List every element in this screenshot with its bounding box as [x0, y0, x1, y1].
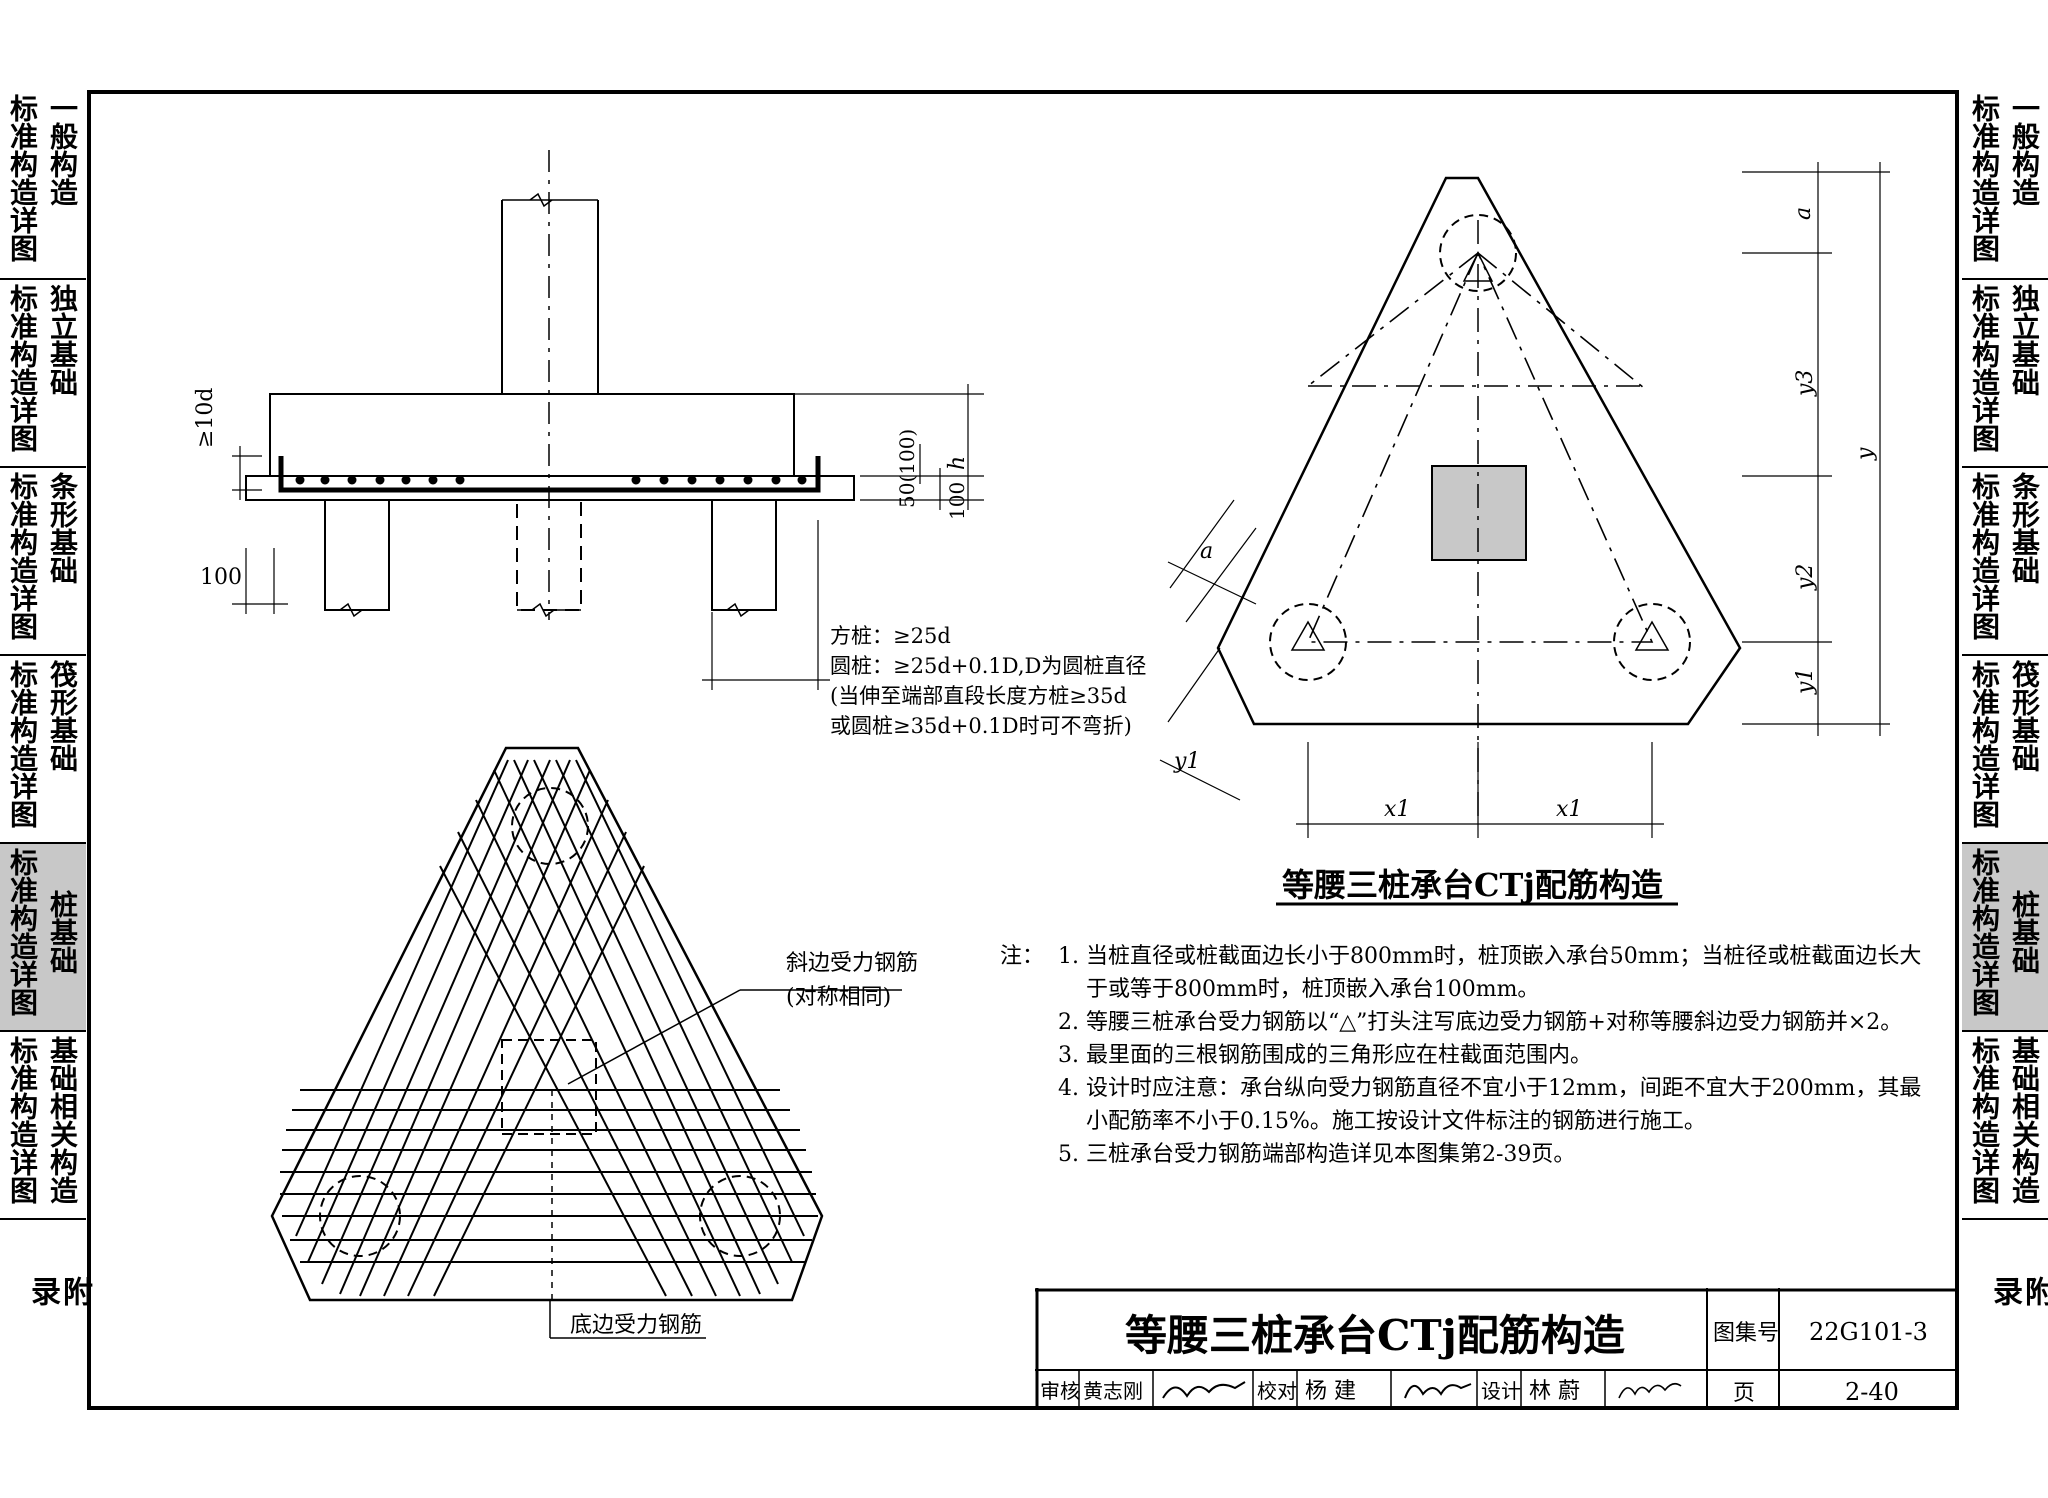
tab-col1: 标准构造详图 — [6, 1036, 39, 1204]
tab-appendix[interactable]: 附录 — [25, 1276, 92, 1306]
tab-col1: 标准构造详图 — [1968, 660, 2001, 828]
dim-y1-left: y1 — [1173, 749, 1200, 774]
dim-50-label: 50(100) — [895, 429, 919, 508]
tab-general[interactable]: 标准构造详图 一般构造 — [1962, 90, 2048, 280]
dim-100-right-label: 100 — [945, 482, 969, 520]
tab-col1: 标准构造详图 — [1968, 94, 2001, 262]
tab-col1: 标准构造详图 — [6, 284, 39, 452]
note-item: 1. 当桩直径或桩截面边长小于800mm时，桩顶嵌入承台50mm；当桩径或桩截面… — [1058, 944, 1922, 1002]
rebar-view — [270, 746, 902, 1339]
review-label: 审核 — [1040, 1379, 1080, 1403]
design-signature — [1618, 1382, 1682, 1399]
design-name: 林 蔚 — [1529, 1379, 1580, 1404]
review-name: 黄志刚 — [1083, 1379, 1143, 1403]
notes-lead: 注： — [1000, 944, 1045, 969]
tab-col1: 标准构造详图 — [6, 472, 39, 640]
tab-isolated[interactable]: 标准构造详图 独立基础 — [1962, 280, 2048, 468]
dim-h1-label: h — [945, 456, 970, 470]
dim-x1-right: x1 — [1556, 797, 1582, 822]
atlas-label: 图集号 — [1713, 1321, 1779, 1346]
anchorage-note: 方桩：≥25d 圆桩：≥25d+0.1D,D为圆桩直径 (当伸至端部直段长度方桩… — [830, 624, 1146, 738]
note-line: 圆桩：≥25d+0.1D,D为圆桩直径 — [830, 654, 1146, 678]
tab-col2: 筏形基础 — [2008, 660, 2041, 772]
tab-col1: 标准构造详图 — [1968, 472, 2001, 640]
tab-appendix[interactable]: 附录 — [1987, 1276, 2048, 1306]
tab-col1: 标准构造详图 — [1968, 848, 2001, 1016]
tab-col2: 桩基础 — [2008, 890, 2041, 974]
tab-col2: 基础相关构造 — [46, 1036, 79, 1204]
plan-dimensions — [1159, 162, 1890, 838]
atlas-number: 22G101-3 — [1809, 1318, 1928, 1346]
label-bottom-rebar: 底边受力钢筋 — [570, 1313, 702, 1338]
tab-col2: 桩基础 — [46, 890, 79, 974]
tab-col1: 标准构造详图 — [6, 660, 39, 828]
tab-col2: 独立基础 — [2008, 284, 2041, 396]
tab-col2: 条形基础 — [46, 472, 79, 584]
drawing-frame — [87, 90, 1959, 1410]
tab-col1: 标准构造详图 — [6, 94, 39, 262]
label-diag-sub: (对称相同) — [786, 985, 891, 1010]
title-block-title: 等腰三桩承台CTj配筋构造 — [1125, 1311, 1625, 1360]
tab-related[interactable]: 标准构造详图 基础相关构造 — [0, 1032, 86, 1220]
note-line: (当伸至端部直段长度方桩≥35d — [830, 684, 1127, 708]
dim-a-top: a — [1791, 207, 1816, 220]
note-item: 3. 最里面的三根钢筋围成的三角形应在柱截面范围内。 — [1058, 1043, 1592, 1068]
tab-col2: 一般构造 — [2008, 94, 2041, 206]
tab-col2: 基础相关构造 — [2008, 1036, 2041, 1204]
note-item: 2. 等腰三桩承台受力钢筋以“△”打头注写底边受力钢筋+对称等腰斜边受力钢筋并×… — [1058, 1010, 1903, 1035]
tab-pile[interactable]: 标准构造详图 桩基础 — [1962, 844, 2048, 1032]
design-label: 设计 — [1481, 1379, 1521, 1403]
tab-general[interactable]: 标准构造详图 一般构造 — [0, 90, 86, 280]
check-label: 校对 — [1257, 1379, 1297, 1403]
design-notes: 注： 1. 当桩直径或桩截面边长小于800mm时，桩顶嵌入承台50mm；当桩径或… — [1000, 940, 1940, 1171]
title-block: 等腰三桩承台CTj配筋构造 图集号 22G101-3 审核 黄志刚 校对 杨 建… — [1035, 1288, 1959, 1410]
tab-raft[interactable]: 标准构造详图 筏形基础 — [0, 656, 86, 844]
label-diag-rebar: 斜边受力钢筋 — [786, 951, 918, 976]
dim-a-left: a — [1200, 539, 1213, 564]
check-signature — [1404, 1383, 1472, 1399]
dim-10d-label: ≥10d — [193, 387, 218, 448]
tab-col1: 标准构造详图 — [1968, 1036, 2001, 1204]
plan-view — [1216, 176, 1742, 726]
review-signature — [1162, 1381, 1246, 1399]
note-item: 5. 三桩承台受力钢筋端部构造详见本图集第2-39页。 — [1058, 1142, 1576, 1167]
section-view — [232, 150, 984, 690]
page-number: 2-40 — [1845, 1378, 1899, 1406]
tab-col2: 一般构造 — [46, 94, 79, 206]
tab-col2: 独立基础 — [46, 284, 79, 396]
dim-100-left-label: 100 — [200, 565, 242, 590]
tab-pile[interactable]: 标准构造详图 桩基础 — [0, 844, 86, 1032]
column-section — [1431, 465, 1527, 561]
tab-col2: 条形基础 — [2008, 472, 2041, 584]
plan-title: 等腰三桩承台CTj配筋构造 — [1282, 866, 1663, 904]
dim-y1: y1 — [1793, 668, 1818, 695]
tab-isolated[interactable]: 标准构造详图 独立基础 — [0, 280, 86, 468]
section-rebar-dots — [295, 475, 807, 485]
page-label: 页 — [1733, 1381, 1755, 1406]
note-item: 4. 设计时应注意：承台纵向受力钢筋直径不宜小于12mm，间距不宜大于200mm… — [1058, 1076, 1922, 1134]
dim-y3: y3 — [1793, 370, 1818, 397]
tab-col1: 标准构造详图 — [1968, 284, 2001, 452]
dim-y: y — [1853, 447, 1878, 461]
note-line: 或圆桩≥35d+0.1D时可不弯折) — [830, 714, 1132, 738]
tab-strip[interactable]: 标准构造详图 条形基础 — [0, 468, 86, 656]
tab-raft[interactable]: 标准构造详图 筏形基础 — [1962, 656, 2048, 844]
tab-strip[interactable]: 标准构造详图 条形基础 — [1962, 468, 2048, 656]
dim-x1-left: x1 — [1384, 797, 1410, 822]
tab-col2: 筏形基础 — [46, 660, 79, 772]
check-name: 杨 建 — [1305, 1379, 1356, 1404]
note-line: 方桩：≥25d — [830, 624, 951, 648]
dim-y2: y2 — [1793, 564, 1818, 591]
tab-related[interactable]: 标准构造详图 基础相关构造 — [1962, 1032, 2048, 1220]
tab-col1: 标准构造详图 — [6, 848, 39, 1016]
